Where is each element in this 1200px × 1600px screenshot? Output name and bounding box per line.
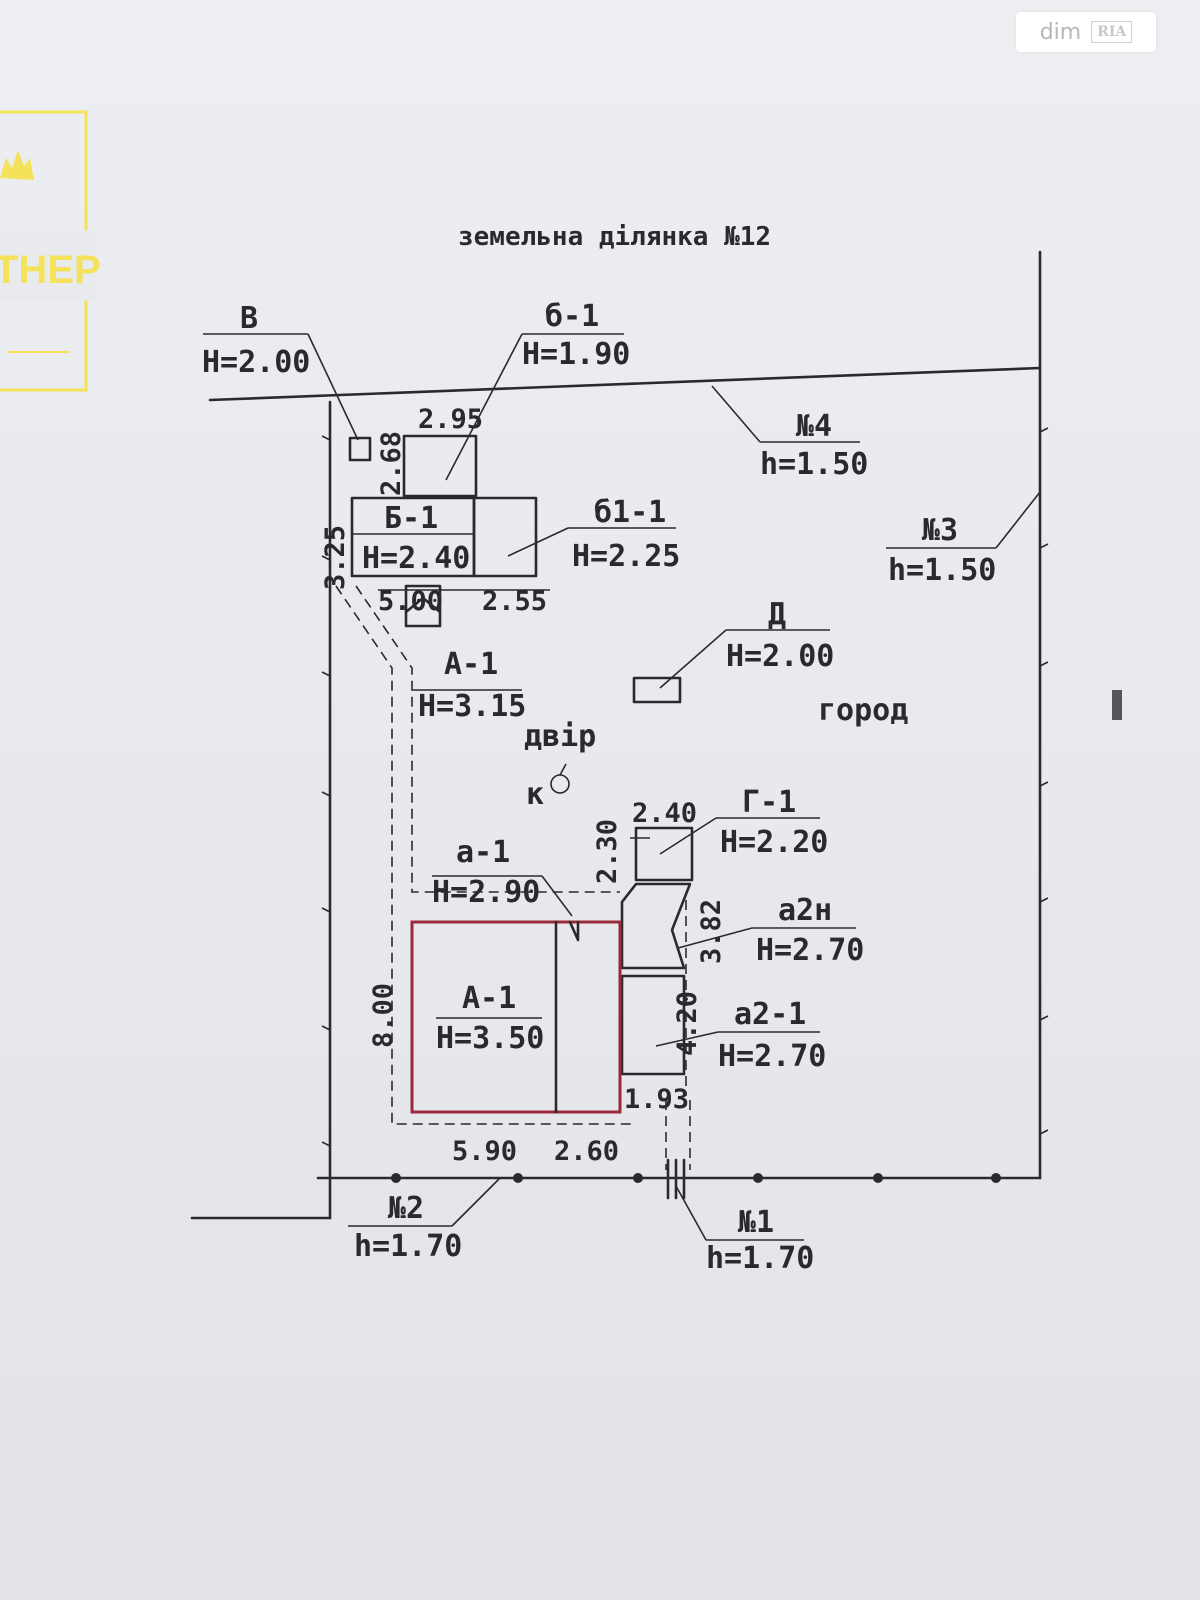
label-house-code: А-1 [462,981,516,1016]
structure-a2n [620,882,692,970]
label-d-height: H=2.00 [726,639,834,674]
structure-g1 [634,826,694,882]
structure-v [348,436,372,462]
label-yard: двір [524,719,596,754]
label-house-height: H=3.50 [436,1021,544,1056]
dim-2-55: 2.55 [482,586,547,617]
structure-a2-1 [620,974,686,1076]
label-a2-1-height: H=2.70 [718,1039,826,1074]
logo-text: ТНЕР [0,248,101,292]
label-fence-2-height: h=1.70 [354,1229,462,1264]
dim-8-00: 8.00 [368,983,399,1048]
label-g1-code: Г-1 [742,785,796,820]
label-b1-height: H=2.40 [362,541,470,576]
label-b-small-code: б-1 [545,299,599,334]
label-b-small-height: H=1.90 [522,337,630,372]
dim-3-25: 3.25 [320,525,351,590]
label-fence-4-code: №4 [796,409,832,444]
label-fence-2-code: №2 [388,1191,424,1226]
dim-2-40: 2.40 [632,798,697,829]
label-fence-1-height: h=1.70 [706,1241,814,1276]
dim-2-68: 2.68 [376,431,407,496]
dim-2-95: 2.95 [418,404,483,435]
label-v-height: H=2.00 [202,345,310,380]
label-a1-yard-code: А-1 [444,647,498,682]
label-b1-1-code: б1-1 [594,495,666,530]
structure-b-small [402,434,478,498]
label-fence-3-height: h=1.50 [888,553,996,588]
label-fence-4-height: h=1.50 [760,447,868,482]
label-fence-3-code: №3 [922,513,958,548]
plot-boundary [190,250,1122,1220]
dim-3-82: 3.82 [696,899,727,964]
agency-logo: ТНЕР [0,110,101,392]
main-house [410,920,622,1114]
structure-b1-1 [472,496,538,578]
dim-2-60: 2.60 [554,1136,619,1167]
label-fence-1-code: №1 [738,1205,774,1240]
dim-4-20: 4.20 [672,991,703,1056]
dim-1-93: 1.93 [624,1084,689,1115]
dim-5-00: 5.00 [378,586,443,617]
label-a1-yard-height: H=3.15 [418,689,526,724]
label-a-1-code: а-1 [456,835,510,870]
label-a2n-code: а2н [778,893,832,928]
dashed-outline [335,585,691,1170]
logo-icon [0,150,34,180]
label-a2n-height: H=2.70 [756,933,864,968]
dim-2-30: 2.30 [592,819,623,884]
plot-title: земельна ділянка №12 [458,222,771,252]
label-a2-1-code: а2-1 [734,997,806,1032]
watermark-badge: RIA [1091,21,1133,43]
dim-5-90: 5.90 [452,1136,517,1167]
well-icon [550,774,570,794]
structure-d [632,676,682,704]
label-g1-height: H=2.20 [720,825,828,860]
label-a-1-height: H=2.90 [432,875,540,910]
leader-lines [203,333,1041,1241]
cellar-entrance [404,584,442,628]
watermark-brand: dim [1039,19,1082,45]
label-b1-code: Б-1 [384,501,438,536]
label-garden: город [818,693,908,728]
label-v-code: В [240,301,258,336]
label-b1-1-height: H=2.25 [572,539,680,574]
label-well: к [526,777,544,812]
label-d-code: Д [768,597,786,632]
dimria-watermark: dim RIA [1016,12,1156,52]
